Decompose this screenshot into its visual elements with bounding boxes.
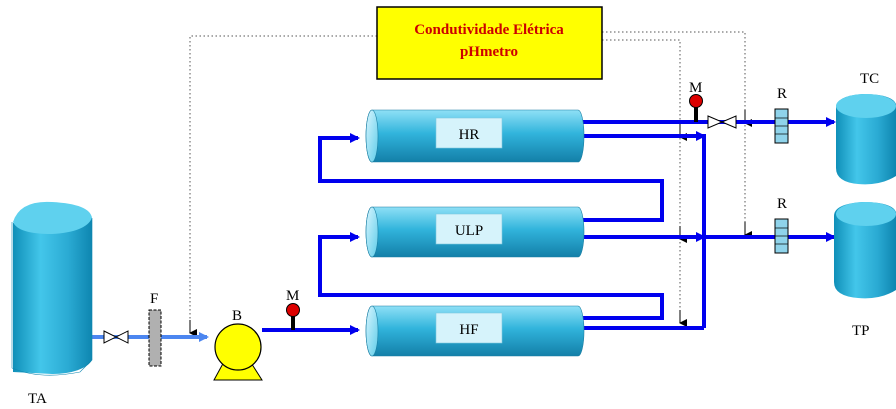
tank-permeate: TP: [834, 202, 896, 339]
tank-permeate-label: TP: [852, 323, 870, 339]
tank-feed: TA: [11, 201, 93, 407]
membrane-hr: HR: [365, 109, 585, 163]
instrument-conductivity-label: Condutividade Elétrica: [414, 22, 564, 38]
membrane-ulp: ULP: [365, 206, 585, 258]
membrane-hr-label: HR: [459, 127, 480, 143]
filter-label: F: [150, 291, 158, 307]
instrument-ph-label: pHmetro: [460, 44, 518, 60]
rotameter-permeate: R: [774, 196, 789, 254]
manometer-concentrate: M: [689, 80, 703, 122]
instrument-box: Condutividade Elétrica pHmetro: [376, 6, 603, 80]
rotameter-permeate-label: R: [777, 196, 787, 212]
rotameter-concentrate: R: [774, 86, 789, 144]
pump: B: [213, 308, 263, 381]
valve-feed: [103, 330, 129, 344]
valve-concentrate: [707, 115, 737, 129]
membrane-hf-label: HF: [459, 322, 478, 338]
manometer-concentrate-label: M: [689, 80, 702, 96]
pump-label: B: [232, 308, 242, 324]
membrane-hf: HF: [365, 305, 585, 357]
rotameter-concentrate-label: R: [777, 86, 787, 102]
filter: F: [148, 291, 162, 367]
tank-feed-label: TA: [28, 391, 47, 407]
piping: [79, 117, 836, 342]
manometer-pump: M: [286, 288, 300, 330]
tank-concentrate-label: TC: [860, 71, 879, 87]
tank-concentrate: TC: [836, 71, 896, 185]
membrane-ulp-label: ULP: [455, 223, 483, 239]
manometer-pump-label: M: [286, 288, 299, 304]
